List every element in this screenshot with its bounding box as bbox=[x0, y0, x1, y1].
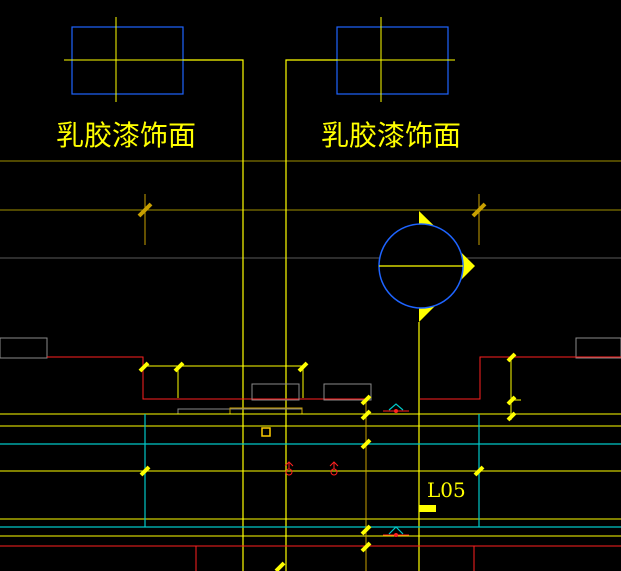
finish-label-right[interactable]: 乳胶漆饰面 bbox=[321, 119, 462, 152]
wall-stub-left bbox=[0, 337, 48, 359]
ceiling-profile-left bbox=[47, 356, 366, 400]
detail-tag-label[interactable]: L05 bbox=[427, 478, 466, 502]
fixture-symbol-upper bbox=[383, 403, 409, 413]
leader-right bbox=[285, 59, 337, 571]
fixture-symbol-lower bbox=[383, 526, 409, 537]
detail-tag-bar bbox=[419, 505, 436, 512]
finish-label-left[interactable]: 乳胶漆饰面 bbox=[56, 119, 197, 152]
node-marker bbox=[261, 427, 271, 437]
ceiling-light-right[interactable] bbox=[330, 17, 455, 102]
ceiling-light-left[interactable] bbox=[64, 17, 190, 102]
ceiling-profile-right bbox=[420, 356, 621, 400]
opening-1 bbox=[251, 383, 300, 401]
elevation-arrow-icon bbox=[284, 461, 339, 476]
leader-left bbox=[183, 59, 244, 571]
opening-2 bbox=[323, 383, 372, 401]
wall-stub-right bbox=[575, 337, 621, 359]
section-symbol-icon[interactable] bbox=[378, 211, 475, 571]
dimension-ticks bbox=[138, 352, 517, 571]
